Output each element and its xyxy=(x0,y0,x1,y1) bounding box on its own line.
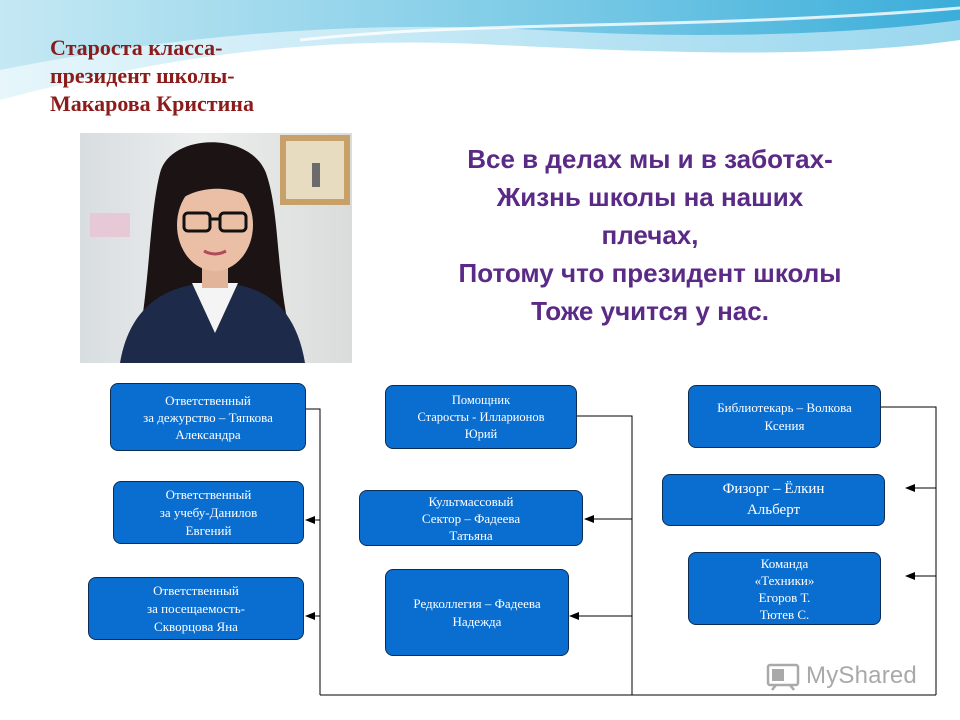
box-line: Егоров Т. xyxy=(758,589,811,605)
box-line: Физорг – Ёлкин xyxy=(722,481,825,497)
box-line: за посещаемость- xyxy=(147,600,245,616)
tech-team-box: Команда «Техники» Егоров Т. Тютев С. xyxy=(688,552,881,625)
box-line: Александра xyxy=(175,426,241,442)
study-responsible-box: Ответственный за учебу-Данилов Евгений xyxy=(113,481,304,544)
box-line: Культмассовый xyxy=(428,493,514,509)
box-line: Татьяна xyxy=(449,527,493,543)
quote-line: Тоже учится у нас. xyxy=(531,296,769,326)
quote-line: плечах, xyxy=(601,220,699,250)
watermark-text: MyShared xyxy=(806,662,917,689)
projector-icon xyxy=(766,663,800,691)
box-line: Альберт xyxy=(746,502,801,518)
box-line: Команда xyxy=(760,555,809,571)
watermark: MyShared xyxy=(766,656,936,696)
box-line: Ответственный xyxy=(165,392,251,408)
quote-line: Потому что президент школы xyxy=(458,258,842,288)
box-line: Ответственный xyxy=(165,486,252,502)
librarian-box: Библиотекарь – Волкова Ксения xyxy=(688,385,881,448)
box-line: Помощник xyxy=(451,392,511,407)
box-line: Скворцова Яна xyxy=(154,618,238,634)
motto-quote: Все в делах мы и в заботах- Жизнь школы … xyxy=(400,140,900,330)
box-line: Библиотекарь – Волкова xyxy=(717,399,852,415)
box-line: за дежурство – Тяпкова xyxy=(143,409,273,425)
assistant-box: Помощник Старосты - Илларионов Юрий xyxy=(385,385,577,449)
box-line: за учебу-Данилов xyxy=(159,504,258,520)
box-line: Сектор – Фадеева xyxy=(421,510,521,526)
title-line: президент школы- xyxy=(50,63,235,88)
title-line: Макарова Кристина xyxy=(50,91,254,116)
box-line: Ответственный xyxy=(153,582,239,598)
page-title: Староста класса- президент школы- Макаро… xyxy=(50,34,350,118)
header-wave-decoration xyxy=(0,0,960,103)
president-photo xyxy=(80,133,352,363)
box-line: Старосты - Илларионов xyxy=(417,409,545,424)
quote-line: Все в делах мы и в заботах- xyxy=(467,144,833,174)
box-line: Надежда xyxy=(452,613,502,629)
editorial-box: Редколлегия – Фадеева Надежда xyxy=(385,569,569,656)
cultural-sector-box: Культмассовый Сектор – Фадеева Татьяна xyxy=(359,490,583,546)
box-line: Евгений xyxy=(185,522,232,538)
quote-line: Жизнь школы на наших xyxy=(496,182,804,212)
box-line: Ксения xyxy=(764,417,805,433)
attendance-responsible-box: Ответственный за посещаемость- Скворцова… xyxy=(88,577,304,640)
box-line: Тютев С. xyxy=(759,606,810,622)
box-line: Юрий xyxy=(464,426,498,441)
duty-responsible-box: Ответственный за дежурство – Тяпкова Але… xyxy=(110,383,306,451)
box-line: «Техники» xyxy=(754,572,815,588)
box-line: Редколлегия – Фадеева xyxy=(413,595,541,611)
title-line: Староста класса- xyxy=(50,35,223,60)
portrait-illustration xyxy=(90,135,350,363)
sports-organizer-box: Физорг – Ёлкин Альберт xyxy=(662,474,885,526)
